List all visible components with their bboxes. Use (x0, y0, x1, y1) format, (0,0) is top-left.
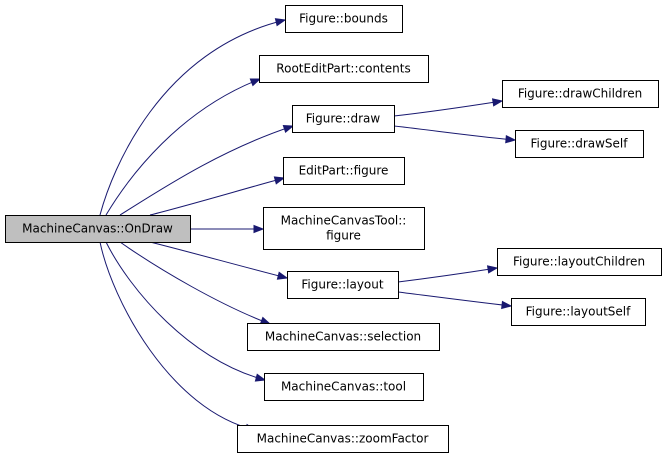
edge-line (397, 291, 512, 307)
edge-draw-to-drawSelf (393, 125, 517, 144)
node-root[interactable]: MachineCanvas::OnDraw (5, 215, 191, 243)
edge-line (105, 241, 266, 381)
arrowhead (274, 18, 287, 27)
edge-draw-to-drawChildren (393, 98, 504, 117)
node-box (264, 373, 424, 401)
node-box (287, 271, 399, 299)
node-label: Figure::drawSelf (530, 137, 628, 151)
node-box (502, 80, 659, 108)
node-box (237, 425, 449, 453)
edge-line (393, 100, 503, 117)
edge-line (393, 125, 516, 141)
node-draw[interactable]: Figure::draw (292, 105, 395, 133)
edge-line (149, 177, 285, 216)
node-label: Figure::drawChildren (518, 87, 642, 101)
edges-layer (99, 18, 517, 432)
node-box (515, 130, 644, 158)
edge-root-to-toolFigure (190, 224, 265, 234)
edge-root-to-editpartFigure (149, 176, 286, 216)
node-label: EditPart::figure (299, 164, 389, 178)
arrowhead (505, 134, 517, 144)
node-editpartFigure[interactable]: EditPart::figure (283, 157, 405, 185)
node-layout[interactable]: Figure::layout (287, 271, 399, 299)
node-bounds[interactable]: Figure::bounds (285, 5, 403, 33)
arrowhead (273, 176, 286, 185)
edge-root-to-contents (105, 78, 262, 216)
edge-line (99, 19, 286, 216)
node-box (285, 5, 403, 33)
node-label: MachineCanvas::OnDraw (22, 222, 173, 236)
nodes-layer: MachineCanvas::OnDraw Figure::boundsRootE… (5, 5, 662, 453)
node-box (247, 323, 440, 351)
arrowhead (253, 224, 265, 234)
edge-root-to-tool (105, 241, 267, 382)
node-box (283, 157, 405, 185)
node-label: MachineCanvas::zoomFactor (257, 432, 429, 446)
arrowhead (486, 265, 499, 274)
node-label: RootEditPart::contents (276, 62, 410, 76)
node-label: figure (326, 229, 361, 243)
node-layoutChildren[interactable]: Figure::layoutChildren (497, 248, 662, 276)
node-drawChildren[interactable]: Figure::drawChildren (502, 80, 659, 108)
node-zoomFactor[interactable]: MachineCanvas::zoomFactor (237, 425, 449, 453)
edge-root-to-zoomFactor (99, 241, 257, 432)
edge-line (149, 241, 288, 279)
edge-line (99, 241, 256, 431)
edge-line (119, 241, 271, 325)
node-box (292, 105, 395, 133)
arrowhead (501, 300, 513, 310)
node-label: Figure::layoutChildren (513, 255, 645, 269)
arrowhead (282, 124, 295, 133)
arrowhead (249, 78, 262, 87)
node-box (5, 215, 191, 243)
node-drawSelf[interactable]: Figure::drawSelf (515, 130, 644, 158)
node-label: Figure::layoutSelf (526, 305, 632, 319)
edge-root-to-draw (119, 124, 295, 216)
node-toolFigure[interactable]: MachineCanvasTool::figure (263, 207, 425, 250)
arrowhead (254, 373, 267, 382)
node-box (511, 298, 646, 326)
node-label: MachineCanvas::selection (265, 330, 421, 344)
edge-root-to-selection (119, 241, 272, 325)
node-label: MachineCanvasTool:: (281, 214, 407, 228)
edge-root-to-bounds (99, 18, 287, 216)
node-label: MachineCanvas::tool (281, 380, 406, 394)
arrowhead (491, 98, 504, 107)
edge-line (105, 78, 261, 216)
edge-root-to-layout (149, 241, 289, 280)
node-box (259, 55, 429, 83)
node-label: Figure::layout (301, 278, 383, 292)
node-box (263, 207, 425, 250)
node-layoutSelf[interactable]: Figure::layoutSelf (511, 298, 646, 326)
edge-line (119, 125, 294, 216)
edge-line (397, 267, 498, 283)
node-tool[interactable]: MachineCanvas::tool (264, 373, 424, 401)
node-label: Figure::bounds (299, 12, 388, 26)
node-contents[interactable]: RootEditPart::contents (259, 55, 429, 83)
edge-layout-to-layoutChildren (397, 265, 499, 283)
node-selection[interactable]: MachineCanvas::selection (247, 323, 440, 351)
node-box (497, 248, 662, 276)
arrowhead (276, 271, 289, 280)
node-label: Figure::draw (306, 112, 381, 126)
edge-layout-to-layoutSelf (397, 291, 513, 310)
